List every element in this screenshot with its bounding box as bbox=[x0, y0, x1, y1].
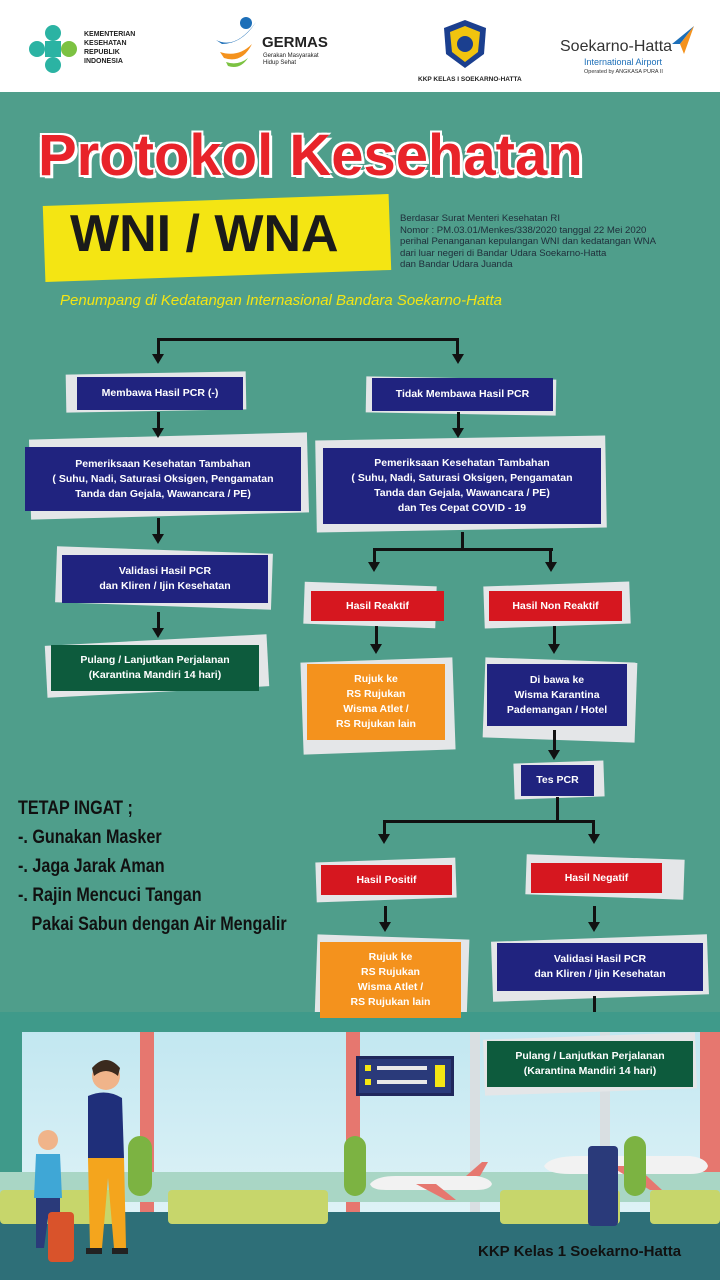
flow-box-non-reaktif: Hasil Non Reaktif bbox=[489, 591, 622, 621]
reminder-item: Pakai Sabun dengan Air Mengalir bbox=[18, 914, 287, 935]
arrow-down-icon bbox=[452, 428, 464, 438]
flow-box-exam-right: Pemeriksaan Kesehatan Tambahan ( Suhu, N… bbox=[323, 448, 601, 524]
intro-text: Penumpang di Kedatangan Internasional Ba… bbox=[60, 292, 502, 309]
soetta-logo-icon bbox=[672, 26, 694, 54]
connector bbox=[157, 338, 160, 354]
connector bbox=[373, 548, 376, 562]
reminder-item: -. Jaga Jarak Aman bbox=[18, 856, 165, 877]
arrow-down-icon bbox=[152, 354, 164, 364]
connector bbox=[593, 906, 596, 924]
kkp-caption: KKP KELAS I SOEKARNO-HATTA bbox=[418, 76, 522, 83]
arrow-down-icon bbox=[452, 354, 464, 364]
connector bbox=[461, 532, 464, 550]
connector bbox=[456, 338, 459, 354]
reminder-item: -. Rajin Mencuci Tangan bbox=[18, 885, 202, 906]
footer-credit: KKP Kelas 1 Soekarno-Hatta bbox=[478, 1243, 682, 1260]
reminder-title: TETAP INGAT ; bbox=[18, 798, 133, 819]
flow-box-rujuk-2: Rujuk ke RS Rujukan Wisma Atlet / RS Ruj… bbox=[320, 942, 461, 1018]
kkp-emblem-icon bbox=[444, 20, 486, 68]
connector bbox=[593, 996, 596, 1014]
connector bbox=[157, 612, 160, 628]
arrow-down-icon bbox=[588, 834, 600, 844]
plant-icon bbox=[624, 1136, 646, 1196]
connector bbox=[383, 820, 595, 823]
connector bbox=[592, 820, 595, 834]
arrow-down-icon bbox=[378, 834, 390, 844]
arrow-down-icon bbox=[368, 562, 380, 572]
connector bbox=[157, 338, 459, 341]
connector bbox=[157, 518, 160, 534]
connector bbox=[553, 730, 556, 752]
kiosk-icon bbox=[588, 1146, 618, 1226]
arrow-down-icon bbox=[548, 750, 560, 760]
flow-box-pcr-negative: Membawa Hasil PCR (-) bbox=[77, 377, 243, 410]
arrow-down-icon bbox=[370, 644, 382, 654]
connector bbox=[457, 412, 460, 428]
flow-box-no-pcr: Tidak Membawa Hasil PCR bbox=[372, 378, 553, 411]
connector bbox=[384, 906, 387, 924]
flow-box-pulang-left: Pulang / Lanjutkan Perjalanan (Karantina… bbox=[51, 645, 259, 691]
connector bbox=[553, 626, 556, 646]
flow-box-rujuk-1: Rujuk ke RS Rujukan Wisma Atlet / RS Ruj… bbox=[307, 664, 445, 740]
seat-row bbox=[168, 1190, 328, 1224]
plant-icon bbox=[128, 1136, 152, 1196]
page-title: Protokol Kesehatan bbox=[38, 123, 583, 188]
connector bbox=[157, 412, 160, 428]
flow-box-positif: Hasil Positif bbox=[321, 865, 452, 895]
soetta-operator: Operated by ANGKASA PURA II bbox=[584, 69, 663, 75]
flow-box-validasi-right: Validasi Hasil PCR dan Kliren / Ijin Kes… bbox=[497, 943, 703, 991]
connector bbox=[375, 626, 378, 646]
kemenkes-logo-icon bbox=[29, 25, 77, 73]
arrow-down-icon bbox=[152, 428, 164, 438]
flow-box-wisma: Di bawa ke Wisma Karantina Pademangan / … bbox=[487, 664, 627, 726]
connector bbox=[383, 820, 386, 834]
flow-box-negatif: Hasil Negatif bbox=[531, 863, 662, 893]
connector bbox=[373, 548, 553, 551]
flight-board-icon bbox=[356, 1056, 454, 1096]
connector bbox=[549, 548, 552, 562]
page-subtitle: WNI / WNA bbox=[70, 205, 339, 263]
seat-row bbox=[650, 1190, 720, 1224]
reminder-item: -. Gunakan Masker bbox=[18, 827, 162, 848]
flow-box-pulang-right: Pulang / Lanjutkan Perjalanan (Karantina… bbox=[487, 1041, 693, 1087]
germas-title: GERMAS bbox=[262, 34, 328, 51]
plant-icon bbox=[344, 1136, 366, 1196]
connector bbox=[556, 797, 559, 821]
reminder-block: TETAP INGAT ; -. Gunakan Masker -. Jaga Ja… bbox=[18, 794, 287, 939]
flow-box-tes-pcr: Tes PCR bbox=[521, 765, 594, 796]
arrow-down-icon bbox=[545, 562, 557, 572]
soetta-subtitle: International Airport bbox=[584, 57, 663, 67]
flow-box-exam-left: Pemeriksaan Kesehatan Tambahan ( Suhu, N… bbox=[25, 447, 301, 511]
airplane-icon bbox=[370, 1162, 492, 1200]
germas-logo-icon bbox=[216, 17, 256, 67]
flow-box-reaktif: Hasil Reaktif bbox=[311, 591, 444, 621]
arrow-down-icon bbox=[152, 534, 164, 544]
flow-box-validasi-left: Validasi Hasil PCR dan Kliren / Ijin Kes… bbox=[62, 555, 268, 603]
arrow-down-icon bbox=[548, 644, 560, 654]
arrow-down-icon bbox=[152, 628, 164, 638]
arrow-down-icon bbox=[379, 922, 391, 932]
soetta-title: Soekarno-Hatta bbox=[560, 38, 673, 55]
arrow-down-icon bbox=[588, 922, 600, 932]
travelers-icon bbox=[34, 1060, 128, 1262]
